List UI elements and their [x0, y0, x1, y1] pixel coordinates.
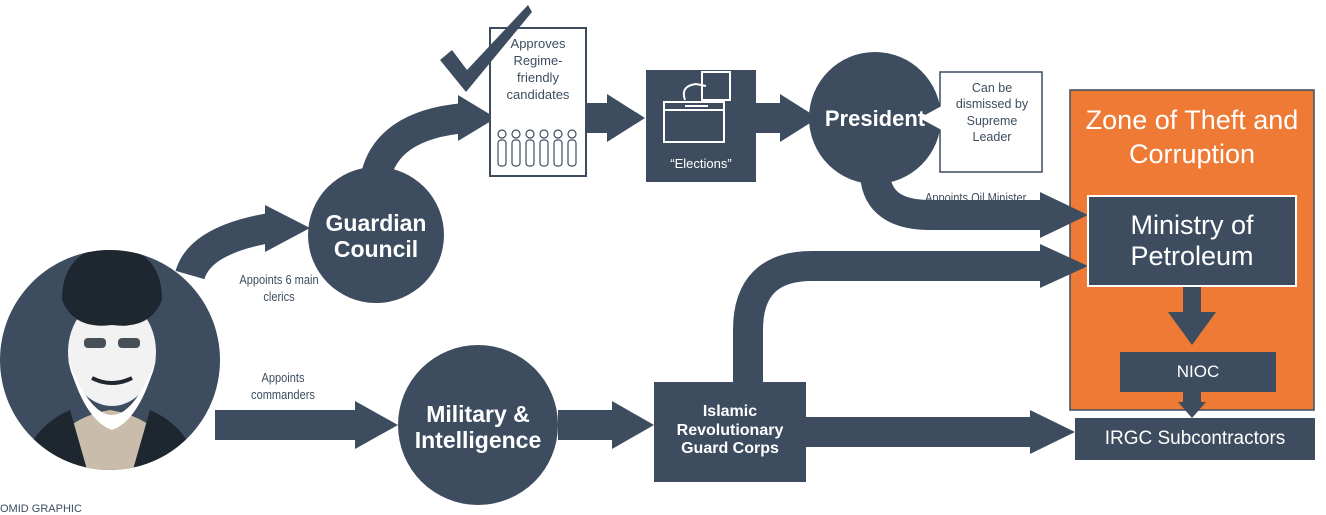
ballot-box-icon — [663, 71, 731, 143]
arrowhead-ministry-top — [1040, 192, 1088, 238]
arrowhead-military — [355, 401, 398, 449]
edge-label-appoints-clerics: Appoints 6 main clerics — [239, 272, 319, 304]
checkmark-icon — [440, 5, 532, 92]
elections-label: “Elections” — [670, 156, 732, 171]
ministry-label: Ministry of Petroleum — [1130, 209, 1254, 271]
edge-label-controls: Controls — [992, 260, 1034, 275]
arrowhead-ministry-controls — [1040, 244, 1088, 288]
arrowhead-guardian — [265, 205, 310, 252]
military-circle — [398, 345, 558, 505]
graphic-credit: OMID GRAPHIC — [0, 503, 82, 515]
ministry-box — [1087, 195, 1297, 287]
dismissal-note-label: Can be dismissed by Supreme Leader — [955, 81, 1029, 144]
arrowhead-elections — [607, 94, 645, 142]
nioc-label: NIOC — [1176, 362, 1220, 382]
president-circle — [809, 52, 941, 184]
supreme-leader-portrait — [0, 250, 220, 470]
arrowhead-subcontractors — [1030, 410, 1075, 454]
military-label: Military & Intelligence — [414, 400, 542, 453]
arrowhead-subcontractors-top — [1178, 402, 1206, 418]
candidate-list-label: Approves Regime- friendly candidates — [506, 36, 570, 102]
edge-label-appoints-oil-minister: Appoints Oil Minister — [925, 190, 1027, 205]
arrow-leader-to-guardian — [175, 213, 273, 281]
dismissal-note-box — [916, 71, 1043, 173]
arrowhead-president — [780, 94, 818, 142]
guardian-council-circle — [308, 167, 444, 303]
irgc-label: Islamic Revolutionary Guard Corps — [676, 403, 784, 458]
arrowhead-nioc — [1168, 312, 1216, 345]
president-label: President — [824, 106, 926, 132]
guardian-council-label: Guardian Council — [325, 209, 427, 262]
irgc-subcontractors-box — [1075, 418, 1315, 460]
candidate-list-document — [489, 27, 587, 177]
arrowhead-candidates — [458, 95, 496, 141]
nioc-box — [1120, 352, 1276, 392]
edge-label-appoints-commanders: Appoints commanders — [251, 370, 315, 402]
irgc-box — [654, 382, 806, 482]
irgc-subcontractors-label: IRGC Subcontractors — [1104, 428, 1286, 450]
arrowhead-irgc — [612, 401, 654, 449]
arrow-irgc-to-ministry — [733, 251, 1045, 385]
zone-title: Zone of Theft and Corruption — [1085, 105, 1299, 169]
